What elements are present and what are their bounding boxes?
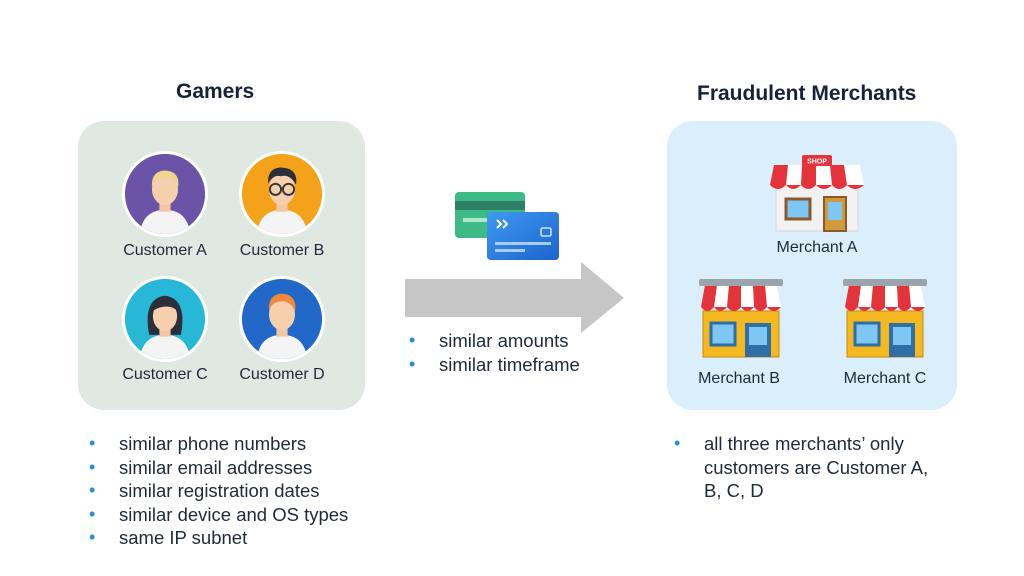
bullet-dot: • [89, 527, 96, 548]
bullet-dot: • [674, 433, 681, 453]
bullet-dot: • [89, 480, 96, 501]
store-icon [699, 279, 783, 359]
customer-b-label: Customer B [239, 242, 325, 259]
list-item: •all three merchants’ only customers are… [674, 433, 929, 502]
merchants-title: Fraudulent Merchants [697, 82, 917, 105]
transaction-bullets: •similar amounts •similar timeframe [409, 329, 580, 376]
flow-arrow [405, 262, 627, 339]
female-avatar-icon [122, 276, 208, 362]
credit-cards-icon [453, 190, 563, 271]
merchant-b-label: Merchant B [698, 370, 780, 387]
store-icon [843, 279, 927, 359]
bullet-dot: • [89, 503, 96, 524]
bullet-dot: • [89, 456, 96, 477]
merchant-bullets: •all three merchants’ only customers are… [674, 432, 944, 503]
redhead-avatar-icon [239, 276, 325, 362]
gamers-title: Gamers [176, 80, 255, 103]
list-item: •similar device and OS types [89, 503, 349, 525]
list-item: •similar timeframe [409, 353, 580, 375]
list-item: •similar phone numbers [89, 433, 307, 454]
bullet-dot: • [409, 330, 416, 350]
merchants-panel: SHOP Merchant A Merchant B [667, 121, 957, 410]
shop-sign-text: SHOP [807, 159, 827, 166]
customer-d-label: Customer D [239, 366, 325, 383]
list-item: •same IP subnet [89, 527, 248, 549]
male-avatar-icon [122, 151, 208, 237]
merchant-c-label: Merchant C [843, 370, 927, 387]
list-item: •similar email addresses [89, 456, 313, 478]
list-item: •similar registration dates [89, 480, 320, 502]
customer-c-label: Customer C [122, 366, 208, 383]
shop-icon: SHOP [768, 155, 866, 233]
merchant-a-label: Merchant A [776, 239, 858, 256]
list-item: •similar amounts [409, 330, 569, 351]
glasses-avatar-icon [239, 151, 325, 237]
bullet-dot: • [89, 433, 96, 453]
customer-a-label: Customer A [123, 242, 207, 259]
bullet-dot: • [409, 353, 416, 374]
gamers-panel: Customer A Customer B Customer C [78, 121, 365, 410]
gamer-bullets: •similar phone numbers •similar email ad… [89, 432, 348, 550]
